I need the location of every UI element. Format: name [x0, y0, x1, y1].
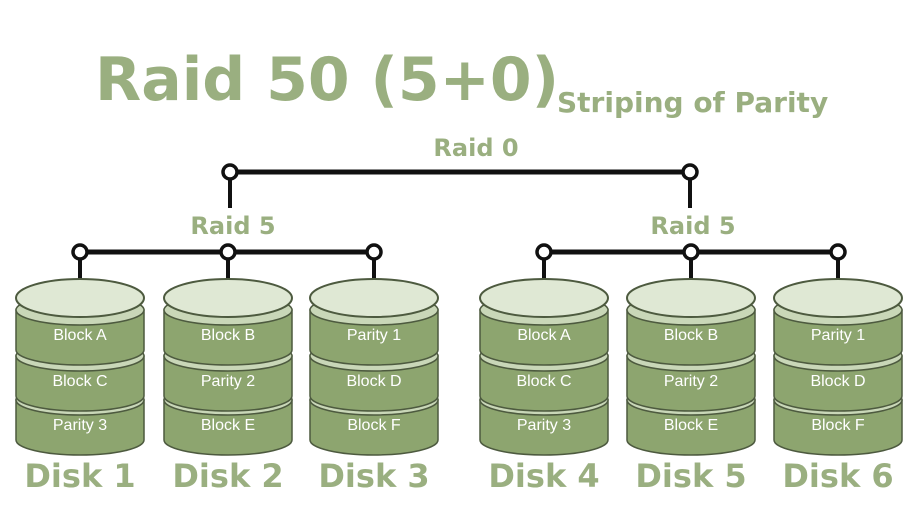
raid0-label: Raid 0 — [433, 134, 518, 162]
raid5-group: Raid 5 Parity 3 Block C Block A Disk 4 Block … — [479, 212, 903, 495]
block-label: Parity 3 — [53, 417, 107, 434]
block-label: Block B — [201, 327, 255, 344]
raid5-node — [535, 243, 553, 261]
block-label: Block D — [346, 373, 401, 390]
raid5-node — [219, 243, 237, 261]
raid5-groups: Raid 5 Parity 3 Block C Block A Disk 1 Block … — [15, 212, 903, 495]
raid0-node — [681, 163, 699, 181]
disk-label: Disk 5 — [635, 457, 746, 495]
disk-top — [163, 278, 293, 318]
block-label: Block F — [811, 417, 865, 434]
raid5-label: Raid 5 — [190, 212, 275, 240]
disk-label: Disk 6 — [782, 457, 893, 495]
block-label: Parity 1 — [811, 327, 865, 344]
connection-lines — [71, 163, 847, 294]
raid0-node — [221, 163, 239, 181]
block-label: Parity 2 — [664, 373, 718, 390]
raid5-node — [365, 243, 383, 261]
raid5-node — [682, 243, 700, 261]
raid5-node — [829, 243, 847, 261]
block-label: Parity 2 — [201, 373, 255, 390]
disk: Block F Block D Parity 1 Disk 3 — [309, 278, 439, 495]
disk-label: Disk 3 — [318, 457, 429, 495]
block-label: Block E — [201, 417, 255, 434]
disk-top — [626, 278, 756, 318]
block-label: Block C — [52, 373, 107, 390]
block-label: Block A — [53, 327, 107, 344]
disk-label: Disk 1 — [24, 457, 135, 495]
block-label: Block B — [664, 327, 718, 344]
block-label: Block D — [810, 373, 865, 390]
disk-top — [773, 278, 903, 318]
block-label: Parity 3 — [517, 417, 571, 434]
disk-label: Disk 2 — [172, 457, 283, 495]
block-label: Block F — [347, 417, 401, 434]
disk-top — [479, 278, 609, 318]
block-label: Block A — [517, 327, 571, 344]
disk: Parity 3 Block C Block A Disk 4 — [479, 278, 609, 495]
disk: Block E Parity 2 Block B Disk 2 — [163, 278, 293, 495]
disk: Block F Block D Parity 1 Disk 6 — [773, 278, 903, 495]
disk: Parity 3 Block C Block A Disk 1 — [15, 278, 145, 495]
block-label: Parity 1 — [347, 327, 401, 344]
disk-label: Disk 4 — [488, 457, 599, 495]
diagram-subtitle: Striping of Parity — [557, 86, 828, 119]
disk-top — [309, 278, 439, 318]
disk: Block E Parity 2 Block B Disk 5 — [626, 278, 756, 495]
block-label: Block E — [664, 417, 718, 434]
disk-top — [15, 278, 145, 318]
block-label: Block C — [516, 373, 571, 390]
raid5-label: Raid 5 — [650, 212, 735, 240]
raid5-group: Raid 5 Parity 3 Block C Block A Disk 1 Block … — [15, 212, 439, 495]
raid5-node — [71, 243, 89, 261]
diagram-title: Raid 50 (5+0) — [95, 45, 559, 115]
